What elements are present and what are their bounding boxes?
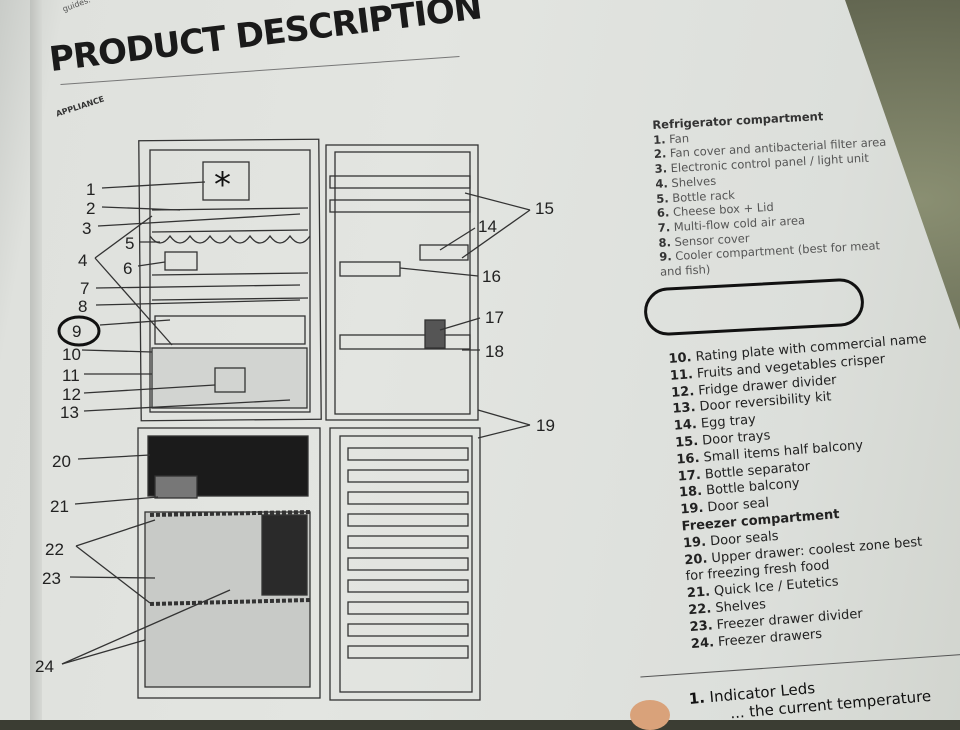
highlight-circle-9 [57, 315, 101, 347]
item-number: 4. [655, 176, 669, 191]
item-number: 19. [679, 500, 704, 518]
item-number: 23. [689, 618, 714, 635]
label-7: 7 [80, 279, 89, 298]
label-19: 19 [536, 416, 555, 435]
label-15: 15 [535, 199, 554, 218]
item-text: Shelves [671, 173, 717, 190]
label-21: 21 [50, 497, 69, 516]
label-17: 17 [485, 308, 504, 327]
item-number: 1. [652, 132, 666, 147]
label-3: 3 [82, 219, 91, 238]
label-6: 6 [123, 259, 132, 278]
label-23: 23 [42, 569, 61, 588]
item-number: 15. [674, 433, 699, 451]
label-10: 10 [62, 345, 81, 364]
freezer-door-trays [347, 447, 469, 659]
legend-continued: 10. Rating plate with commercial name 11… [668, 332, 951, 654]
item-text: Fan [668, 130, 690, 146]
label-11: 11 [62, 366, 80, 385]
item-number: 7. [657, 220, 671, 235]
item-number: 19. [682, 534, 707, 552]
label-20: 20 [52, 452, 71, 471]
fridge-legend: Refrigerator compartment 1. Fan 2. Fan c… [652, 105, 900, 279]
item-number: 21. [686, 584, 711, 602]
label-8: 8 [78, 297, 87, 316]
leader-lines [61, 181, 531, 665]
item-number: 13. [671, 400, 697, 418]
label-13: 13 [60, 403, 79, 422]
label-14: 14 [478, 217, 497, 236]
page-fold [30, 0, 42, 720]
fridge-door [325, 144, 481, 701]
item-number: 9. [658, 249, 673, 265]
label-24: 24 [35, 657, 54, 676]
item-number: 24. [690, 634, 715, 652]
item-number: 11. [669, 366, 694, 384]
label-1: 1 [86, 180, 95, 199]
item-number: 18. [678, 484, 703, 501]
label-2: 2 [86, 199, 95, 218]
diagram-labels: 1 2 3 4 5 6 7 8 9 10 11 12 13 14 15 16 1… [35, 180, 555, 676]
item-number: 14. [673, 417, 698, 434]
item-number: 8. [658, 234, 672, 250]
item-number: 10. [668, 350, 693, 367]
label-9: 9 [72, 322, 81, 341]
thumb [630, 700, 670, 730]
item-number: 20. [683, 551, 708, 568]
item-text: Shelves [714, 597, 767, 616]
label-4: 4 [78, 251, 87, 270]
label-22: 22 [45, 540, 64, 559]
item-number: 16. [675, 450, 701, 468]
item-number: 17. [677, 467, 702, 485]
item-number: 22. [687, 601, 712, 619]
label-12: 12 [62, 385, 81, 404]
label-16: 16 [482, 267, 501, 286]
fridge-body: * [137, 138, 322, 699]
svg-text:*: * [214, 165, 231, 205]
item-number: 3. [654, 161, 668, 177]
item-number: 12. [670, 383, 695, 401]
item-number: 2. [653, 146, 667, 162]
label-5: 5 [125, 234, 134, 253]
item-number: 6. [656, 205, 670, 221]
label-18: 18 [485, 342, 504, 361]
item-number: 1. [688, 688, 706, 708]
item-number: 5. [655, 190, 669, 206]
